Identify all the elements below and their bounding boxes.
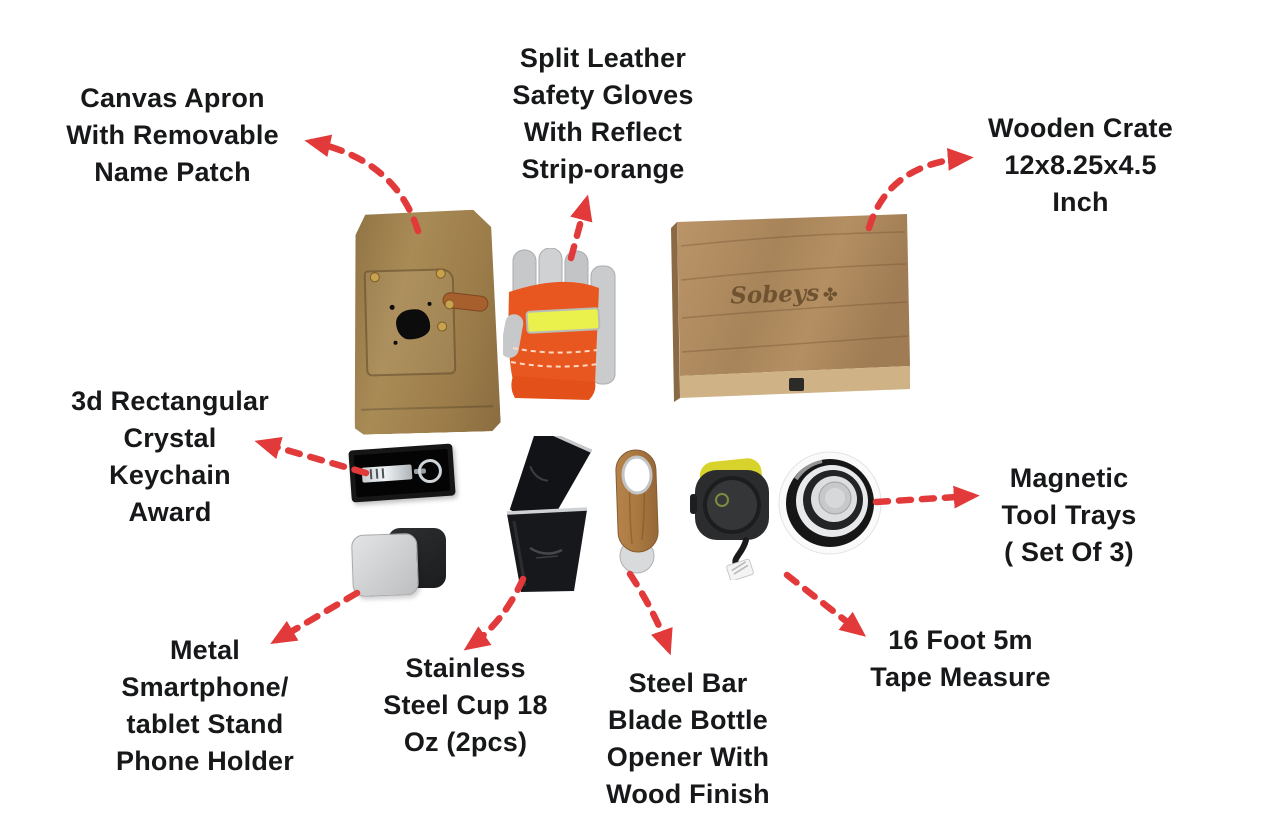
stand-silver-plate bbox=[350, 532, 420, 598]
label-steel-cups: Stainless Steel Cup 18 Oz (2pcs) bbox=[353, 650, 578, 761]
apron-snap bbox=[437, 321, 447, 331]
tape-tag-lines bbox=[731, 561, 749, 575]
apron-snap bbox=[435, 268, 445, 278]
tape-face bbox=[703, 476, 761, 534]
label-line: Name Patch bbox=[94, 157, 251, 187]
apron-snap bbox=[370, 272, 380, 282]
label-line: Award bbox=[128, 497, 212, 527]
reflective-strip bbox=[525, 307, 601, 334]
label-line: Tool Trays bbox=[1001, 500, 1137, 530]
label-line: Inch bbox=[1052, 187, 1109, 217]
label-line: Opener With bbox=[606, 742, 770, 772]
label-line: Smartphone/ bbox=[121, 672, 289, 702]
bottle-opener-photo bbox=[615, 449, 659, 574]
glove-thumb bbox=[503, 314, 524, 358]
label-line: 16 Foot 5m bbox=[888, 625, 1033, 655]
crate-left-edge bbox=[671, 222, 680, 402]
crate-logo-text: Sobeys bbox=[730, 279, 820, 309]
label-bottle-opener: Steel Bar Blade Bottle Opener With Wood … bbox=[577, 665, 799, 813]
crate-lid bbox=[677, 214, 910, 376]
canvas-apron-photo bbox=[352, 211, 498, 433]
arrow-bottle-opener bbox=[626, 570, 673, 656]
tape-tag bbox=[726, 558, 754, 580]
tape-measure-photo bbox=[690, 458, 769, 580]
crate-logo-clover-icon: ✤ bbox=[822, 284, 838, 305]
keychain-gift-box bbox=[348, 443, 456, 503]
label-line: Tape Measure bbox=[870, 662, 1051, 692]
label-line: Steel Bar bbox=[628, 668, 748, 698]
label-tool-trays: Magnetic Tool Trays ( Set Of 3) bbox=[953, 460, 1185, 571]
label-line: Safety Gloves bbox=[512, 80, 694, 110]
ink-splat-logo bbox=[395, 309, 430, 340]
glove-cuff bbox=[511, 376, 596, 400]
label-line: ( Set Of 3) bbox=[1004, 537, 1134, 567]
label-line: Wooden Crate bbox=[988, 113, 1173, 143]
crate-latch bbox=[789, 378, 804, 391]
label-line: Stainless bbox=[405, 653, 526, 683]
label-line: tablet Stand bbox=[126, 709, 284, 739]
label-line: Steel Cup 18 bbox=[383, 690, 548, 720]
safety-glove-photo bbox=[503, 248, 616, 400]
label-line: Wood Finish bbox=[606, 779, 770, 809]
crystal-keychain-photo bbox=[348, 443, 456, 503]
apron-seam bbox=[362, 405, 493, 410]
tape-brand-logo bbox=[715, 493, 729, 507]
tape-clip bbox=[690, 494, 697, 514]
crystal-etching bbox=[369, 469, 373, 480]
label-tape-measure: 16 Foot 5m Tape Measure bbox=[843, 622, 1078, 696]
lower-cup bbox=[506, 507, 588, 592]
tray-highlight bbox=[794, 459, 823, 481]
phone-stand-photo bbox=[350, 528, 446, 598]
wooden-crate-photo: Sobeys ✤ bbox=[671, 214, 910, 402]
splat-dot bbox=[427, 302, 431, 306]
glove-stitching bbox=[512, 347, 598, 354]
crystal-etching bbox=[375, 468, 379, 479]
label-line: Blade Bottle bbox=[608, 705, 768, 735]
label-canvas-apron: Canvas Apron With Removable Name Patch bbox=[45, 80, 300, 191]
opener-cap-hole bbox=[621, 455, 653, 495]
label-wooden-crate: Wooden Crate 12x8.25x4.5 Inch bbox=[958, 110, 1203, 221]
label-line: Crystal bbox=[123, 423, 217, 453]
label-crystal-keychain: 3d Rectangular Crystal Keychain Award bbox=[45, 383, 295, 531]
tray-center-disc bbox=[825, 488, 845, 508]
label-safety-gloves: Split Leather Safety Gloves With Reflect… bbox=[483, 40, 723, 188]
steel-cups-photo bbox=[506, 436, 593, 592]
label-line: Strip-orange bbox=[521, 154, 685, 184]
label-phone-holder: Metal Smartphone/ tablet Stand Phone Hol… bbox=[80, 632, 330, 780]
splat-dot bbox=[393, 340, 397, 344]
apron-body bbox=[349, 209, 501, 435]
label-line: Canvas Apron bbox=[80, 83, 265, 113]
label-line: Magnetic bbox=[1009, 463, 1129, 493]
crystal-etching bbox=[381, 468, 385, 479]
glove-back bbox=[508, 281, 599, 384]
tool-trays-photo bbox=[778, 451, 882, 555]
label-line: Oz (2pcs) bbox=[403, 727, 528, 757]
label-line: Keychain bbox=[109, 460, 231, 490]
upper-cup bbox=[509, 436, 593, 527]
label-line: With Removable bbox=[66, 120, 279, 150]
label-line: With Reflect bbox=[523, 117, 683, 147]
label-line: Phone Holder bbox=[116, 746, 294, 776]
label-line: 3d Rectangular bbox=[71, 386, 269, 416]
label-line: Split Leather bbox=[519, 43, 687, 73]
label-line: 12x8.25x4.5 bbox=[1004, 150, 1157, 180]
label-line: Metal bbox=[169, 635, 241, 665]
wood-grain bbox=[680, 231, 909, 353]
